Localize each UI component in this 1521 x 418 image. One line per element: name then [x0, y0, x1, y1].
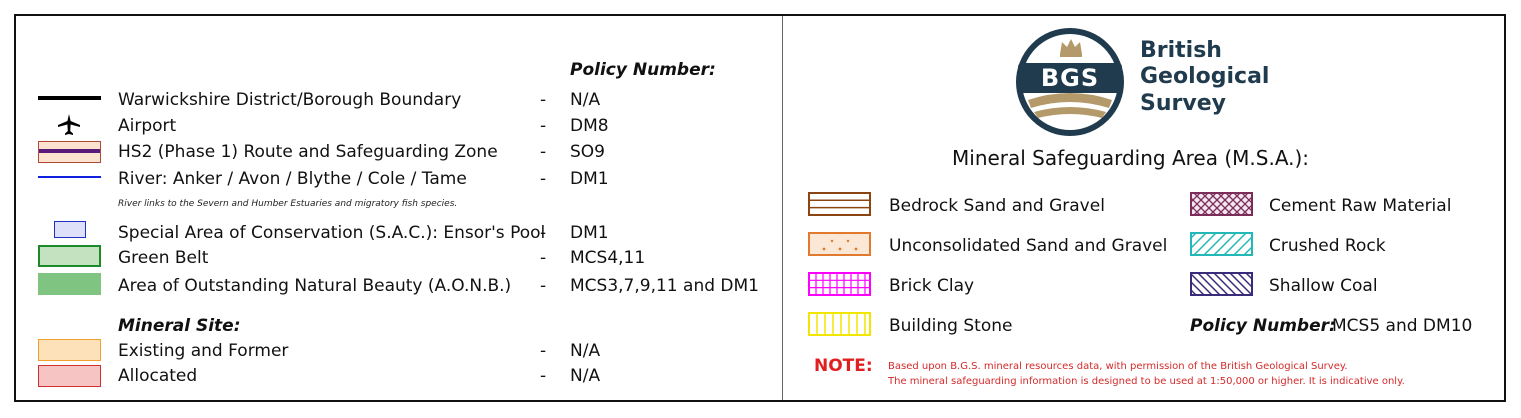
bedrock-sand-gravel-symbol — [808, 192, 871, 216]
allocated-symbol — [38, 365, 101, 387]
policy-number-header: Policy Number: — [570, 60, 716, 80]
legend-label-green-belt: Green Belt — [118, 248, 209, 268]
river-note: River links to the Severn and Humber Est… — [118, 199, 458, 209]
shallow-coal-symbol — [1190, 272, 1253, 296]
legend-dash: - — [540, 276, 547, 296]
legend-dash: - — [540, 142, 547, 162]
airport-icon — [58, 114, 80, 135]
legend-dash: - — [540, 90, 547, 110]
legend-label-sac: Special Area of Conservation (S.A.C.): E… — [118, 223, 546, 243]
legend-label-aonb: Area of Outstanding Natural Beauty (A.O.… — [118, 276, 512, 296]
legend-label-river: River: Anker / Avon / Blythe / Cole / Ta… — [118, 169, 467, 189]
msa-label-shallow-coal: Shallow Coal — [1269, 276, 1378, 296]
legend-label-allocated: Allocated — [118, 366, 198, 386]
msa-label-bedrock: Bedrock Sand and Gravel — [889, 196, 1105, 216]
unconsolidated-sand-gravel-symbol — [808, 232, 871, 256]
existing-former-symbol — [38, 339, 101, 361]
river-line-symbol — [38, 176, 101, 178]
aonb-symbol — [38, 273, 101, 295]
panel-divider — [782, 16, 783, 400]
green-belt-symbol — [38, 245, 101, 267]
legend-label-airport: Airport — [118, 116, 177, 136]
msa-title: Mineral Safeguarding Area (M.S.A.): — [952, 146, 1310, 170]
msa-label-crushed-rock: Crushed Rock — [1269, 236, 1386, 256]
bgs-word-geological: Geological — [1140, 64, 1270, 89]
mineral-site-header: Mineral Site: — [118, 316, 241, 336]
bgs-initials: BGS — [1040, 64, 1100, 92]
legend-label-hs2: HS2 (Phase 1) Route and Safeguarding Zon… — [118, 142, 498, 162]
building-stone-symbol — [808, 312, 871, 336]
msa-label-brick-clay: Brick Clay — [889, 276, 975, 296]
legend-dash: - — [540, 116, 547, 136]
cement-raw-material-symbol — [1190, 192, 1253, 216]
legend-label-boundary: Warwickshire District/Borough Boundary — [118, 90, 462, 110]
note-line-1: Based upon B.G.S. mineral resources data… — [888, 361, 1348, 372]
legend-policy-aonb: MCS3,7,9,11 and DM1 — [570, 276, 759, 296]
crushed-rock-symbol — [1190, 232, 1253, 256]
legend-policy-hs2: SO9 — [570, 142, 605, 162]
bgs-word-british: British — [1140, 38, 1222, 63]
hs2-zone-symbol — [38, 141, 101, 163]
legend-policy-river: DM1 — [570, 169, 609, 189]
msa-label-unconsolidated: Unconsolidated Sand and Gravel — [889, 236, 1168, 256]
legend-dash: - — [540, 248, 547, 268]
crown-icon — [1060, 39, 1082, 57]
bgs-initials-band — [1018, 63, 1122, 93]
boundary-line-symbol — [38, 96, 101, 100]
note-label: NOTE: — [814, 356, 873, 376]
brick-clay-symbol — [808, 272, 871, 296]
msa-policy-value: MCS5 and DM10 — [1332, 316, 1473, 336]
sac-symbol — [54, 221, 86, 238]
legend-dash: - — [540, 223, 547, 243]
legend-policy-green-belt: MCS4,11 — [570, 248, 646, 268]
legend-dash: - — [540, 366, 547, 386]
msa-label-cement: Cement Raw Material — [1269, 196, 1452, 216]
legend-policy-allocated: N/A — [570, 366, 601, 386]
legend-dash: - — [540, 341, 547, 361]
legend-frame — [14, 14, 1506, 402]
legend-policy-airport: DM8 — [570, 116, 609, 136]
note-line-2: The mineral safeguarding information is … — [888, 376, 1405, 387]
bgs-word-survey: Survey — [1140, 91, 1226, 116]
msa-label-building-stone: Building Stone — [889, 316, 1013, 336]
legend-policy-existing-former: N/A — [570, 341, 601, 361]
msa-policy-label: Policy Number: — [1190, 316, 1336, 336]
legend-policy-sac: DM1 — [570, 223, 609, 243]
legend-policy-boundary: N/A — [570, 90, 601, 110]
legend-dash: - — [540, 169, 547, 189]
legend-label-existing-former: Existing and Former — [118, 341, 289, 361]
